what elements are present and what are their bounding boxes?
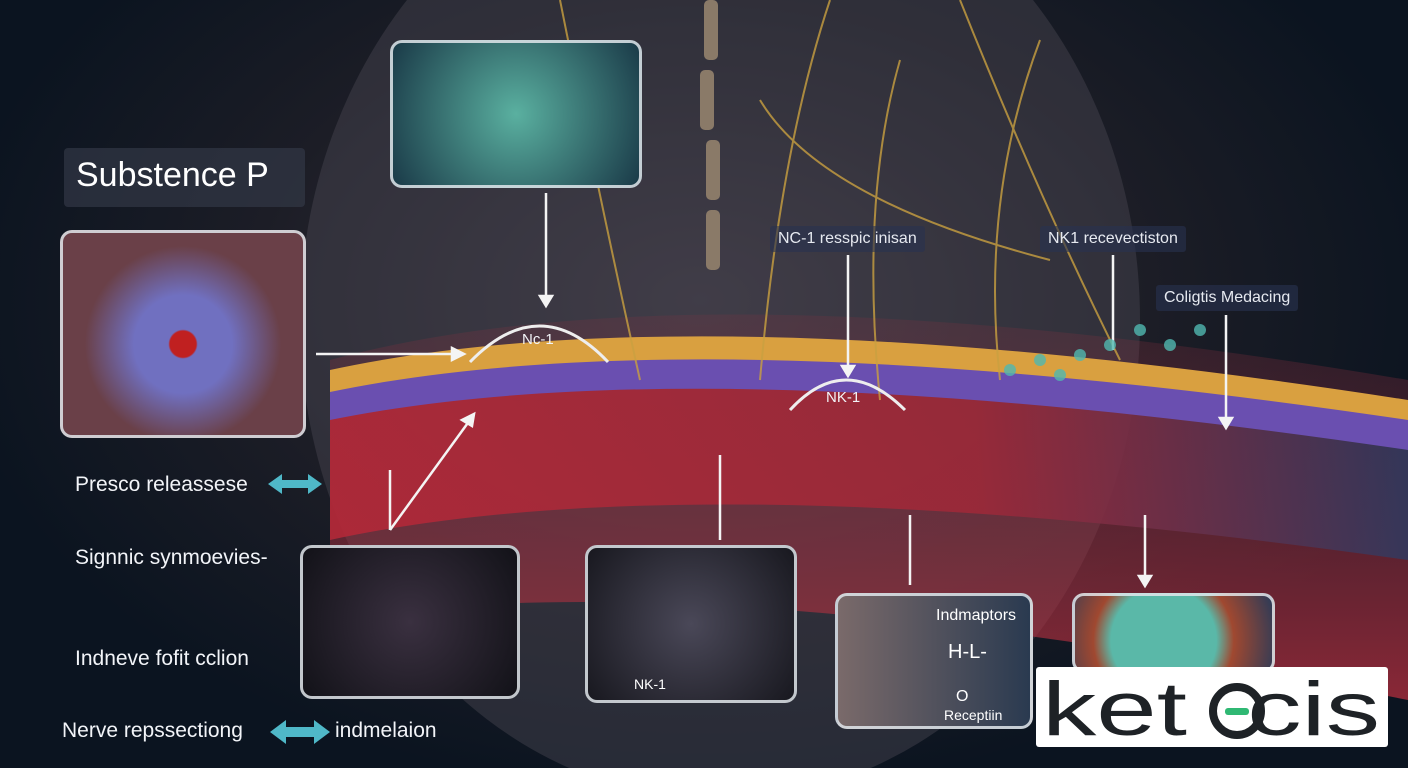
indneve-label: Indneve fofit cclion [75,647,249,670]
o-label: O [956,688,969,705]
arrows [316,193,1235,589]
nk1-box-label: NK-1 [634,676,666,692]
receptor-arcs [468,324,907,412]
nerve-label: Nerve repssectiong [62,719,243,742]
hl-label: H-L- [948,641,987,663]
page-title: Substence P [64,148,305,207]
logo-wordmark: ket cis [1042,667,1380,752]
molecule-cluster [1004,324,1206,381]
indmaptors-label: Indmaptors [936,607,1017,624]
substance-p-molecule-box [60,230,306,438]
cell-columns [330,371,1408,560]
nc1-tag: NC-1 resspic inisan [770,226,925,252]
teal-double-arrows [268,474,330,744]
purple-bead-layer [330,351,1408,450]
ketocis-logo: ket cis [1036,667,1388,752]
receptiin-label: Receptiin [944,707,1003,723]
inflammation-label: indmelaion [335,719,437,742]
nk1-tag: NK1 recevectiston [1040,226,1186,252]
signnic-label: Signnic synmoevies- [75,546,268,569]
nk1-molecule-box: NK-1 [585,545,797,703]
arc2-label: NK-1 [826,389,861,406]
presco-label: Presco releassese [75,473,248,496]
orange-bead-layer [330,336,1408,420]
inflammation-mediators-box: Indmaptors H-L- O Receptiin [835,593,1033,729]
signaling-molecule-box [300,545,520,699]
protein-cluster-box [1072,593,1275,673]
nerve-segments [700,0,720,270]
coligtis-tag: Coligtis Medacing [1156,285,1299,311]
molecule-image-box [390,40,642,188]
arc1-label: Nc-1 [522,331,554,348]
